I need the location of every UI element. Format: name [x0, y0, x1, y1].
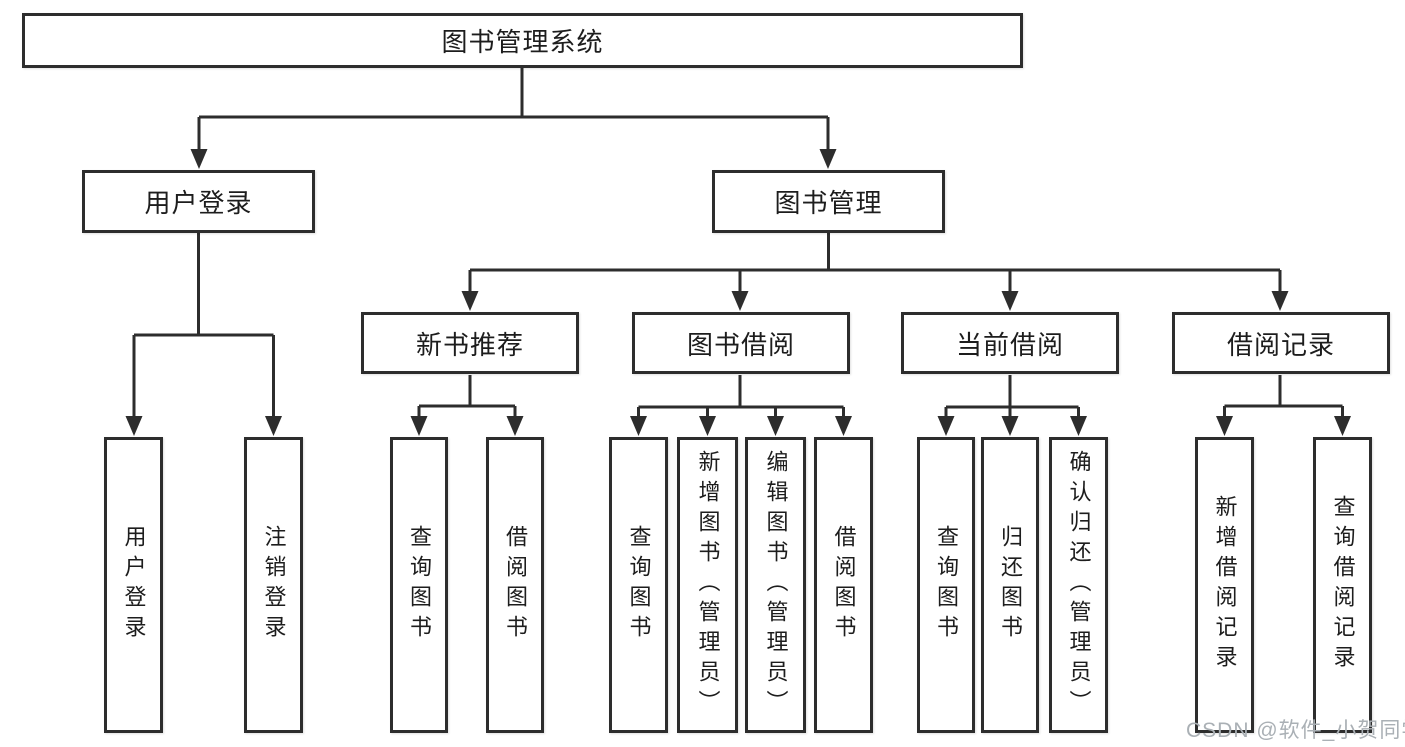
- leaf-return-book: 归还图书: [981, 437, 1039, 733]
- leaf-query-books-current: 查询图书: [917, 437, 975, 733]
- leaf-query-borrow-record: 查询借阅记录: [1313, 437, 1372, 733]
- leaf-label: 查询借阅记录: [1330, 495, 1356, 675]
- leaf-label: 新增借阅记录: [1212, 495, 1238, 675]
- node-book-management: 图书管理: [712, 170, 945, 233]
- leaf-logout: 注销登录: [244, 437, 303, 733]
- leaf-label: 确认归还（管理员）: [1066, 450, 1092, 720]
- leaf-label: 查询图书: [934, 525, 959, 645]
- leaf-label: 查询图书: [626, 525, 652, 645]
- leaf-query-books-recommend: 查询图书: [390, 437, 448, 733]
- leaf-borrow-books-recommend: 借阅图书: [486, 437, 544, 733]
- leaf-label: 用户登录: [121, 525, 147, 645]
- node-book-borrowing: 图书借阅: [632, 312, 850, 374]
- leaf-label: 归还图书: [998, 525, 1023, 645]
- node-root: 图书管理系统: [22, 13, 1023, 68]
- leaf-borrow-books-borrowing: 借阅图书: [814, 437, 873, 733]
- leaf-label: 注销登录: [261, 525, 287, 645]
- leaf-query-books-borrowing: 查询图书: [609, 437, 668, 733]
- csdn-watermark: CSDN @软件_小贺同学: [1186, 719, 1405, 742]
- leaf-label: 编辑图书（管理员）: [763, 450, 789, 720]
- leaf-add-book-admin: 新增图书（管理员）: [677, 437, 738, 733]
- leaf-label: 借阅图书: [831, 525, 857, 645]
- leaf-confirm-return-admin: 确认归还（管理员）: [1049, 437, 1108, 733]
- leaf-label: 新增图书（管理员）: [695, 450, 721, 720]
- node-new-book-recommend: 新书推荐: [361, 312, 579, 374]
- leaf-edit-book-admin: 编辑图书（管理员）: [745, 437, 806, 733]
- node-borrowing-records: 借阅记录: [1172, 312, 1390, 374]
- leaf-label: 查询图书: [407, 525, 432, 645]
- node-user-login: 用户登录: [82, 170, 315, 233]
- node-current-borrowing: 当前借阅: [901, 312, 1119, 374]
- leaf-add-borrow-record: 新增借阅记录: [1195, 437, 1254, 733]
- leaf-user-login: 用户登录: [104, 437, 163, 733]
- leaf-label: 借阅图书: [503, 525, 528, 645]
